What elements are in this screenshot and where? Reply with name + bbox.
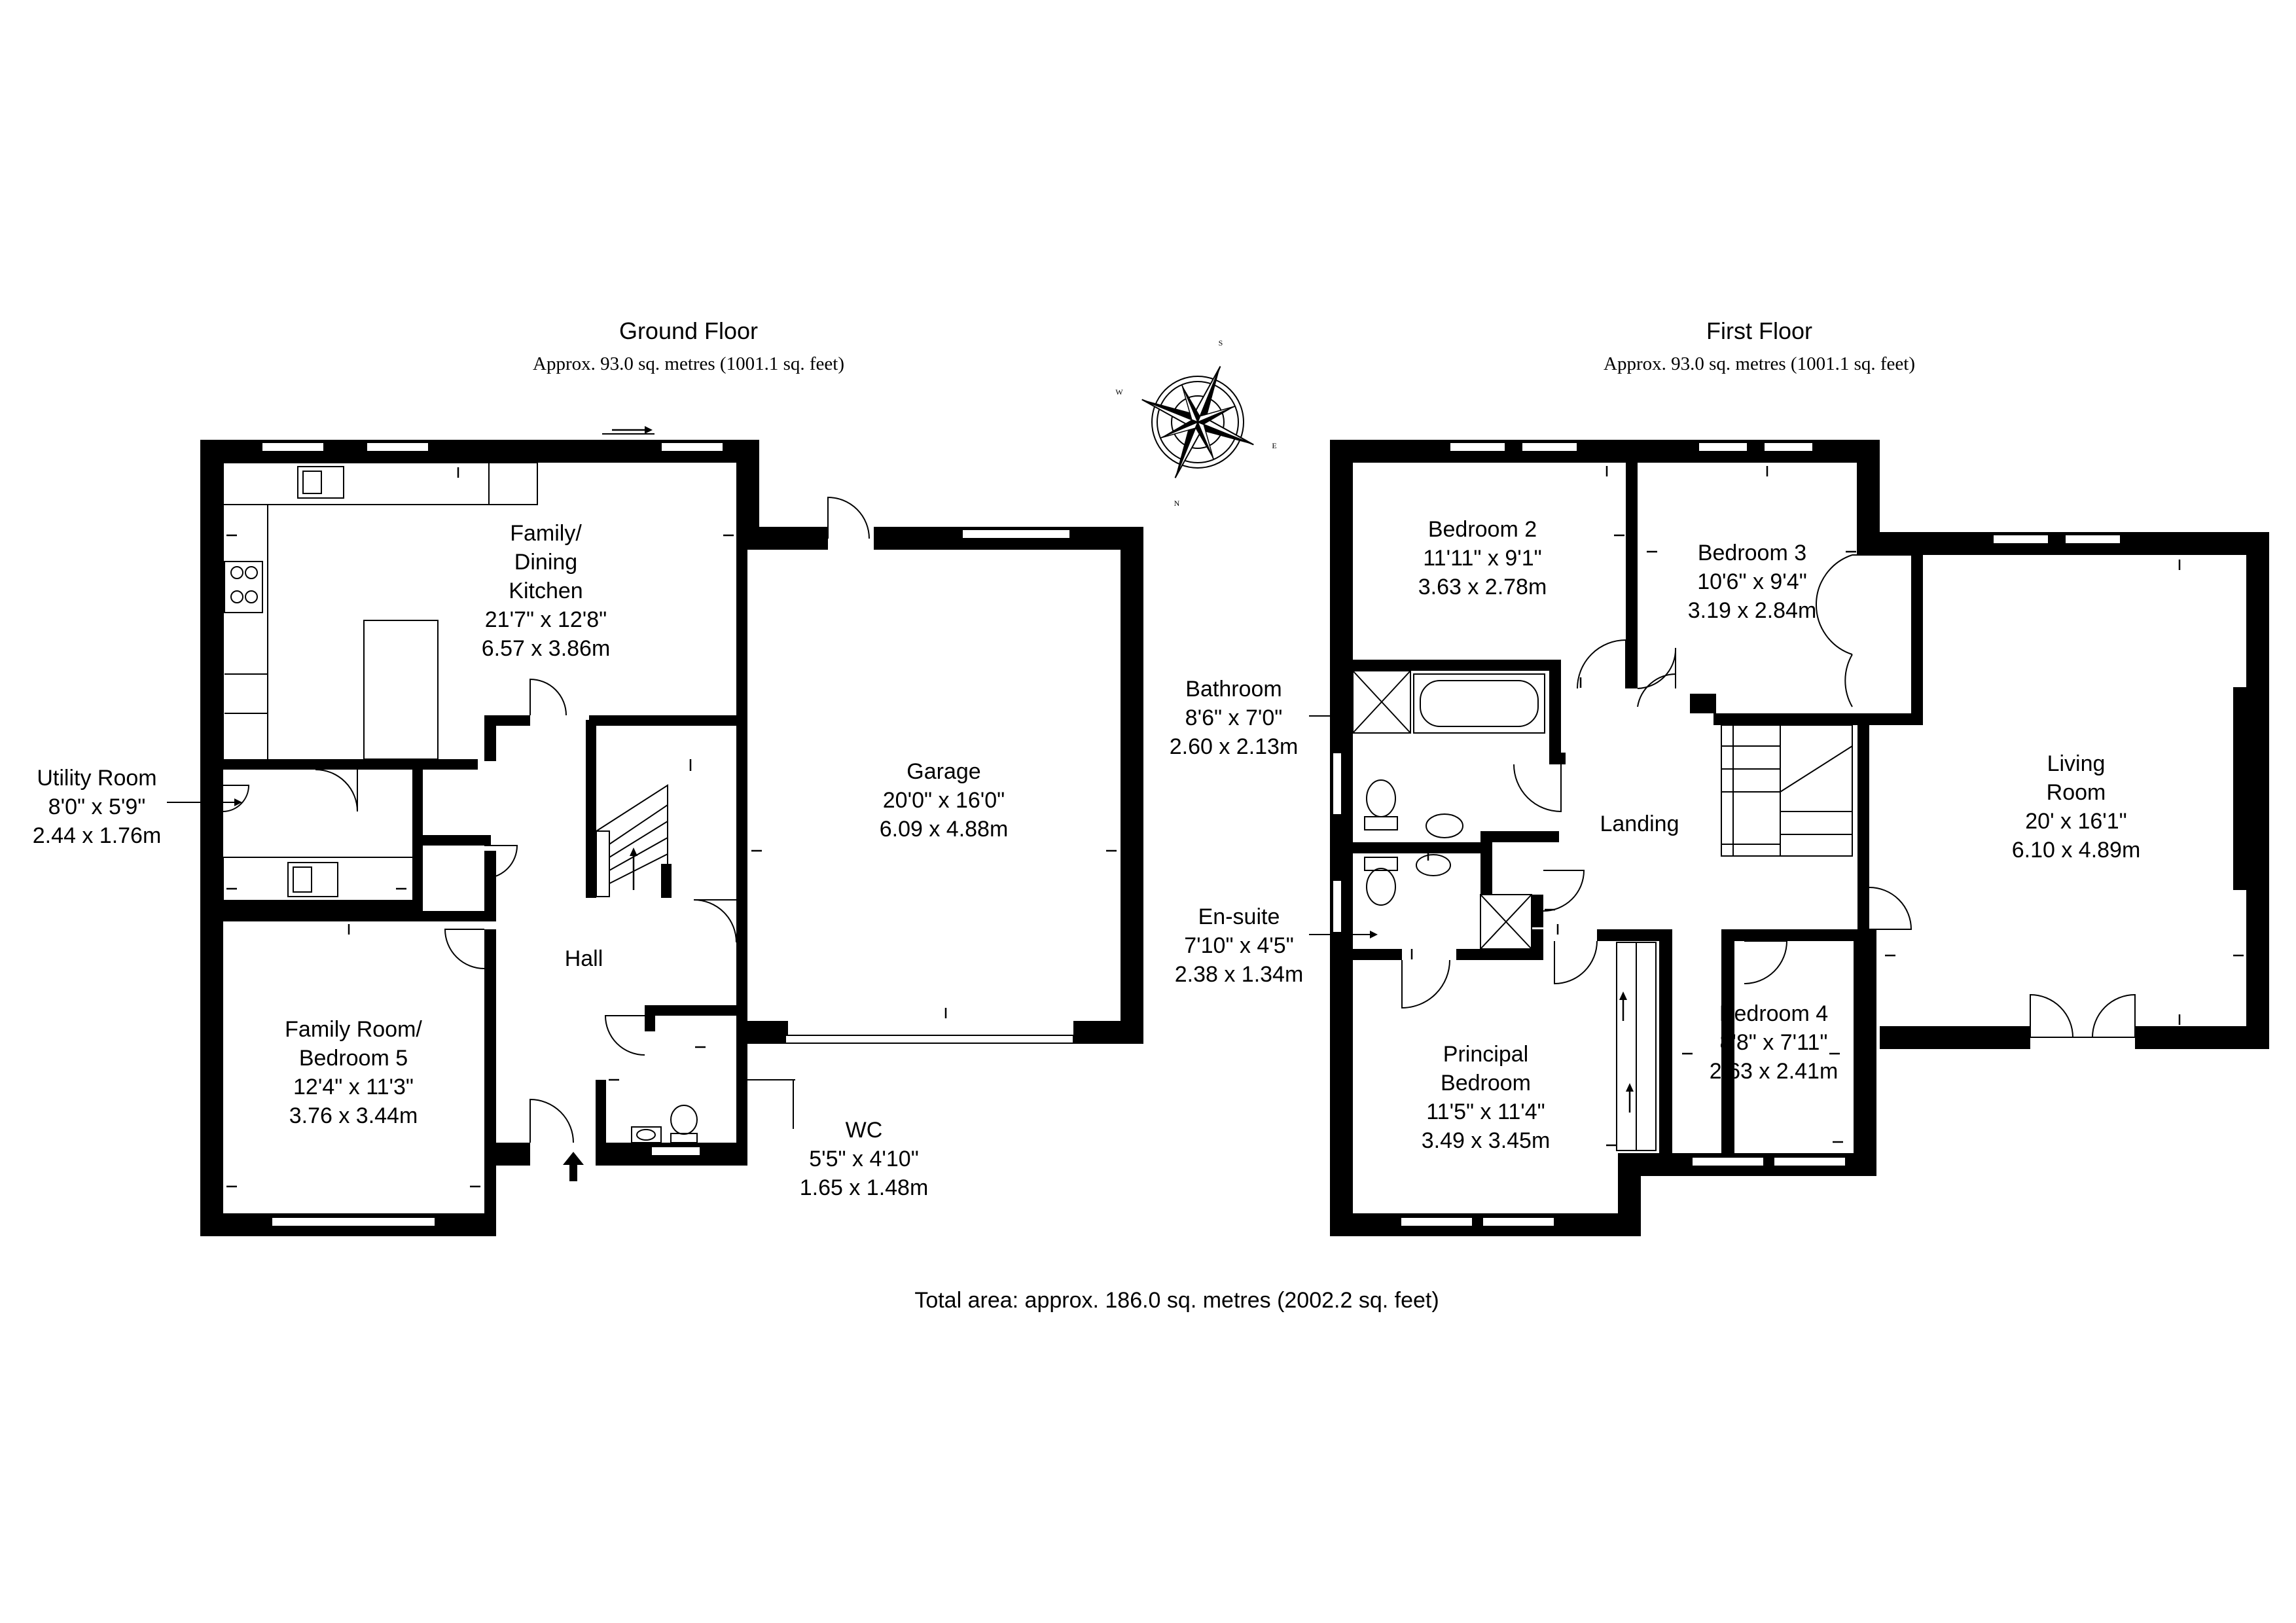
ground-floor-area: Approx. 93.0 sq. metres (1001.1 sq. feet…	[533, 353, 844, 374]
family-room-name-line1: Family Room/	[285, 1017, 422, 1042]
compass-letter-n: N	[1174, 499, 1180, 508]
room-family-room: Family Room/ Bedroom 5 12'4" x 11'3" 3.7…	[285, 1017, 422, 1128]
first-floor-plan	[1309, 440, 2269, 1236]
kitchen-metric: 6.57 x 3.86m	[482, 636, 611, 661]
compass-letter-e: E	[1272, 441, 1276, 450]
garage-metric: 6.09 x 4.88m	[880, 817, 1009, 842]
room-bathroom: Bathroom 8'6" x 7'0" 2.60 x 2.13m	[1170, 677, 1299, 759]
living-name-line2: Room	[2047, 780, 2106, 805]
utility-imperial: 8'0" x 5'9"	[48, 794, 146, 819]
room-garage: Garage 20'0" x 16'0" 6.09 x 4.88m	[880, 759, 1009, 842]
compass-letter-s: S	[1219, 338, 1223, 348]
bathroom-imperial: 8'6" x 7'0"	[1185, 705, 1283, 730]
total-area: Total area: approx. 186.0 sq. metres (20…	[914, 1288, 1439, 1313]
kitchen-name-line3: Kitchen	[509, 579, 583, 603]
first-floor-area: Approx. 93.0 sq. metres (1001.1 sq. feet…	[1604, 353, 1915, 374]
wc-imperial: 5'5" x 4'10"	[809, 1147, 919, 1171]
compass-rose-icon: S E N W	[1115, 338, 1276, 508]
bedroom4-imperial: 8'8" x 7'11"	[1719, 1030, 1827, 1055]
wc-name: WC	[846, 1118, 883, 1143]
garage-imperial: 20'0" x 16'0"	[883, 788, 1005, 813]
room-bedroom-4: Bedroom 4 8'8" x 7'11" 2.63 x 2.41m	[1710, 1001, 1839, 1084]
bedroom3-metric: 3.19 x 2.84m	[1688, 598, 1817, 623]
room-en-suite: En-suite 7'10" x 4'5" 2.38 x 1.34m	[1175, 904, 1304, 987]
room-bedroom-3: Bedroom 3 10'6" x 9'4" 3.19 x 2.84m	[1688, 541, 1817, 623]
room-wc: WC 5'5" x 4'10" 1.65 x 1.48m	[800, 1118, 929, 1200]
bathroom-metric: 2.60 x 2.13m	[1170, 734, 1299, 759]
ground-floor-plan	[167, 426, 1143, 1236]
bedroom3-name: Bedroom 3	[1698, 541, 1806, 565]
bedroom2-name: Bedroom 2	[1428, 517, 1537, 542]
family-room-name-line2: Bedroom 5	[299, 1046, 408, 1071]
bedroom4-name: Bedroom 4	[1719, 1001, 1828, 1026]
bedroom2-metric: 3.63 x 2.78m	[1418, 575, 1547, 599]
ensuite-metric: 2.38 x 1.34m	[1175, 962, 1304, 987]
kitchen-imperial: 21'7" x 12'8"	[485, 607, 607, 632]
room-hall-name: Hall	[565, 946, 603, 971]
living-imperial: 20' x 16'1"	[2025, 809, 2127, 834]
room-family-dining-kitchen: Family/ Dining Kitchen 21'7" x 12'8" 6.5…	[482, 521, 611, 661]
principal-imperial: 11'5" x 11'4"	[1426, 1099, 1545, 1124]
bedroom3-imperial: 10'6" x 9'4"	[1697, 569, 1807, 594]
room-bedroom-2: Bedroom 2 11'11" x 9'1" 3.63 x 2.78m	[1418, 517, 1547, 599]
ensuite-imperial: 7'10" x 4'5"	[1184, 933, 1294, 958]
family-room-metric: 3.76 x 3.44m	[289, 1103, 418, 1128]
kitchen-name-line2: Dining	[514, 550, 577, 575]
utility-name: Utility Room	[37, 766, 156, 791]
first-floor-title: First Floor	[1706, 317, 1812, 344]
wc-metric: 1.65 x 1.48m	[800, 1175, 929, 1200]
room-principal-bedroom: Principal Bedroom 11'5" x 11'4" 3.49 x 3…	[1422, 1042, 1551, 1153]
ensuite-name: En-suite	[1198, 904, 1280, 929]
family-room-imperial: 12'4" x 11'3"	[293, 1075, 414, 1099]
principal-metric: 3.49 x 3.45m	[1422, 1128, 1551, 1153]
principal-name-line2: Bedroom	[1441, 1071, 1531, 1096]
room-utility: Utility Room 8'0" x 5'9" 2.44 x 1.76m	[33, 766, 162, 848]
principal-name-line1: Principal	[1443, 1042, 1528, 1067]
garage-name: Garage	[906, 759, 980, 784]
ground-floor-title: Ground Floor	[619, 317, 758, 344]
utility-metric: 2.44 x 1.76m	[33, 823, 162, 848]
living-metric: 6.10 x 4.89m	[2012, 838, 2141, 863]
bedroom2-imperial: 11'11" x 9'1"	[1423, 546, 1541, 571]
bathroom-name: Bathroom	[1185, 677, 1282, 702]
compass-letter-w: W	[1115, 387, 1123, 397]
kitchen-name-line1: Family/	[510, 521, 582, 546]
bedroom4-metric: 2.63 x 2.41m	[1710, 1059, 1839, 1084]
living-name-line1: Living	[2047, 751, 2106, 776]
room-living-room: Living Room 20' x 16'1" 6.10 x 4.89m	[2012, 751, 2141, 863]
room-landing-name: Landing	[1600, 812, 1679, 836]
